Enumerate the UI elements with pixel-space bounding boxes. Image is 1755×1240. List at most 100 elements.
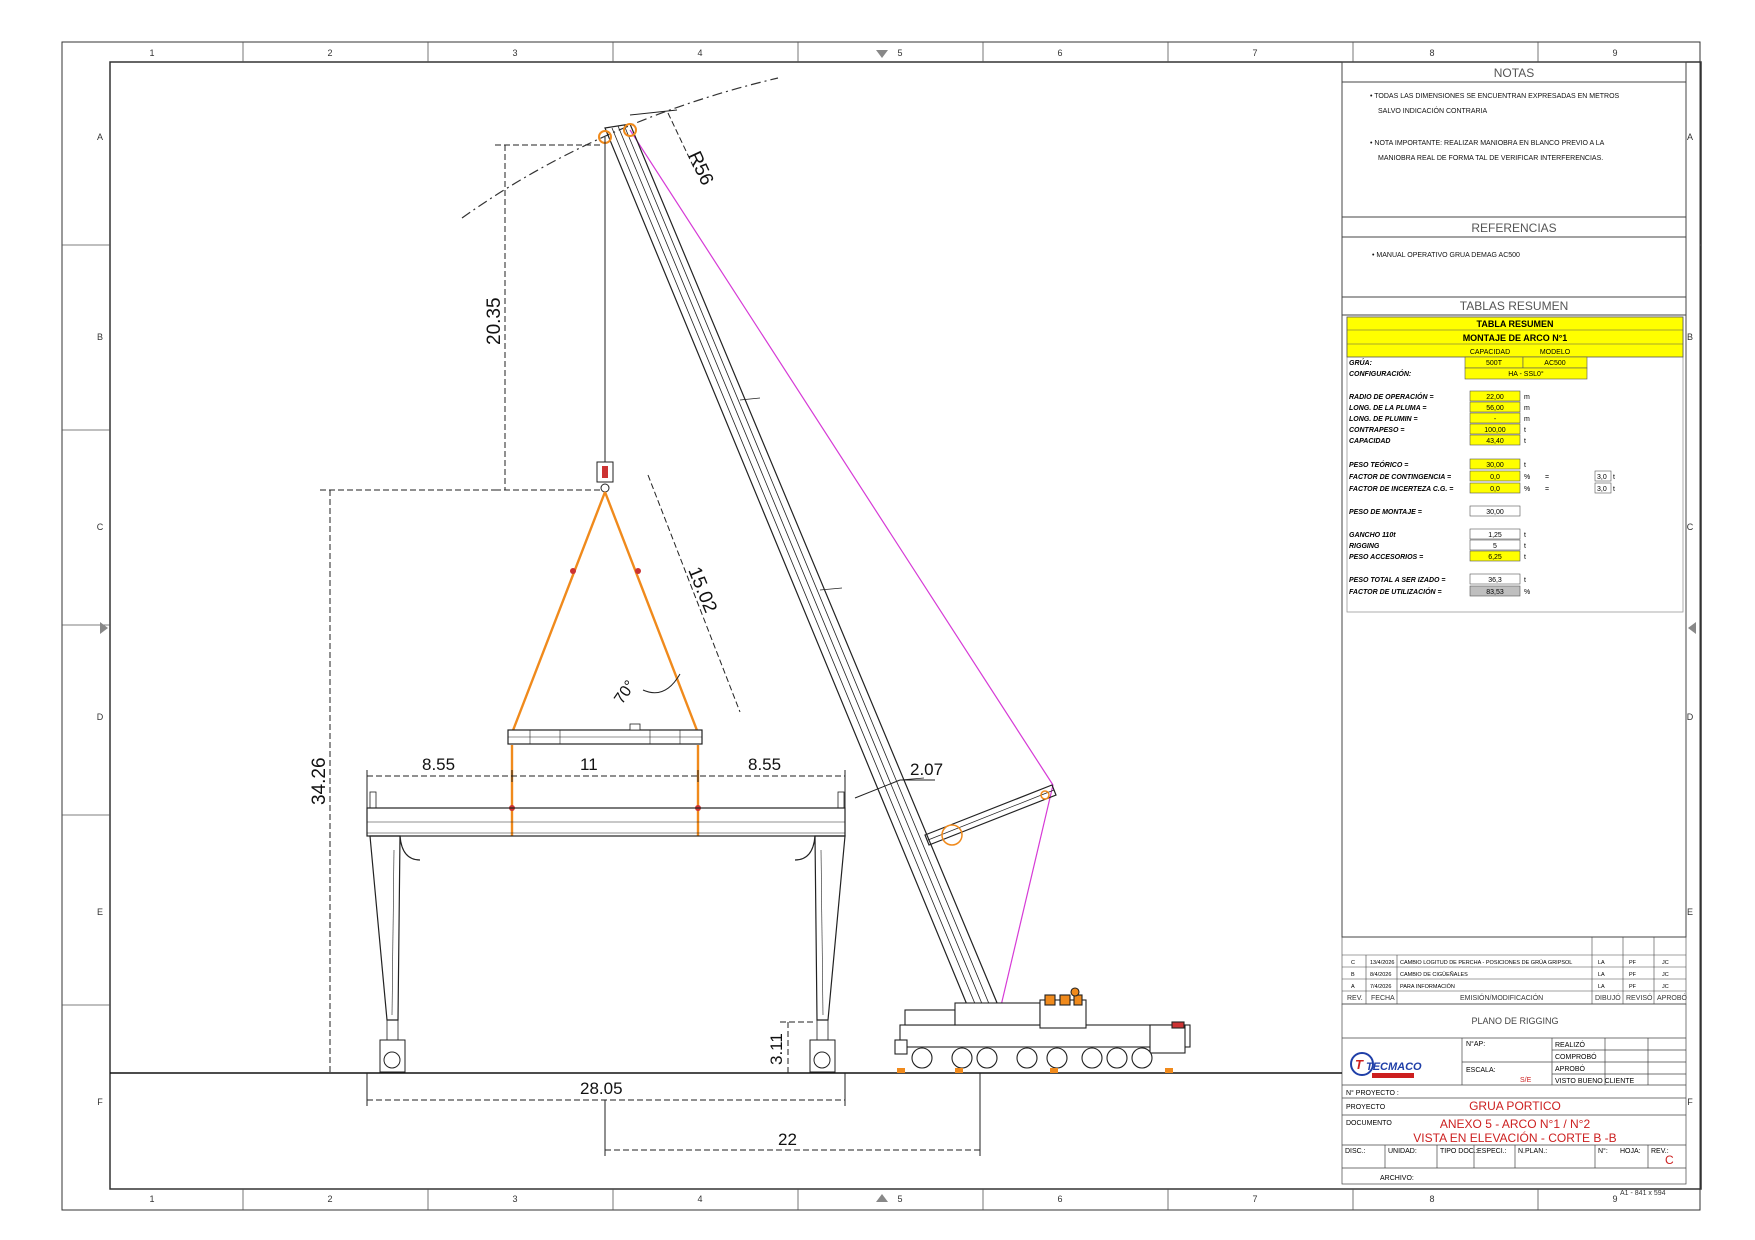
summary-row-unit: % — [1524, 474, 1530, 481]
summary-row-unit: t — [1524, 577, 1526, 584]
revision-cell: 13/4/2026 — [1370, 960, 1394, 966]
revision-cell: PARA INFORMACIÓN — [1400, 983, 1455, 990]
row-label: F — [1687, 1097, 1693, 1107]
summary-row-unit: % — [1524, 486, 1530, 493]
summary-row-value: 43,40 — [1486, 438, 1504, 445]
spreader-beam — [507, 723, 703, 745]
dim-radius: R56 — [683, 148, 717, 188]
summary-row-value: 6,25 — [1488, 554, 1502, 561]
revision-cell: A — [1351, 984, 1355, 990]
config-label: CONFIGURACIÓN: — [1349, 369, 1411, 378]
summary-row-label: LONG. DE PLUMIN = — [1349, 416, 1418, 423]
proyecto-label: N° PROYECTO : — [1346, 1089, 1399, 1097]
field-hoja: HOJA: — [1620, 1148, 1641, 1155]
side-value: 3,0 — [1597, 474, 1607, 481]
summary-row-box — [1469, 528, 1521, 540]
aprobo-label: APROBÓ — [1555, 1064, 1586, 1073]
summary-row-unit: t — [1524, 438, 1526, 445]
realizo-label: REALIZÓ — [1555, 1040, 1586, 1049]
summary-row-label: CAPACIDAD — [1349, 438, 1390, 445]
notes-panel: NOTAS • TODAS LAS DIMENSIONES SE ENCUENT… — [1341, 61, 1687, 218]
side-unit: t — [1613, 474, 1615, 481]
col-label: 9 — [1612, 48, 1617, 58]
col-label: 1 — [149, 48, 154, 58]
summary-row-box — [1469, 423, 1521, 435]
summary-row-value: - — [1494, 416, 1497, 423]
col-label: 4 — [697, 48, 702, 58]
dimension-lines — [320, 109, 981, 1156]
summary-row-label: RADIO DE OPERACIÓN = — [1349, 392, 1434, 401]
row-label: E — [1687, 907, 1693, 917]
rev-header: REV. — [1347, 995, 1363, 1002]
comprobo-label: COMPROBÓ — [1555, 1052, 1597, 1061]
summary-row-box — [1469, 401, 1521, 413]
sheet-frame — [61, 41, 1702, 1211]
side-unit: t — [1613, 486, 1615, 493]
col-label: 7 — [1252, 48, 1257, 58]
summary-title: TABLAS RESUMEN — [1460, 299, 1568, 313]
col-label: 5 — [897, 48, 902, 58]
summary-row-label: PESO TEÓRICO = — [1349, 460, 1408, 469]
dim-hook-height: 20.35 — [484, 297, 505, 345]
summary-table-subtitle: MONTAJE DE ARCO N°1 — [1463, 333, 1568, 343]
summary-row-value: 1,25 — [1488, 532, 1502, 539]
field-nplano: N.PLAN.: — [1518, 1148, 1547, 1155]
col-label: 8 — [1429, 1194, 1434, 1204]
summary-row-box — [1469, 550, 1521, 562]
row-label: C — [1687, 522, 1694, 532]
summary-row-box — [1469, 573, 1521, 585]
rev-header: EMISIÓN/MODIFICACIÓN — [1460, 993, 1543, 1002]
summary-row-box — [1469, 585, 1521, 597]
row-labels: A B C D E F A B C D E F — [97, 132, 1694, 1107]
revision-cell: 8/4/2026 — [1370, 972, 1391, 978]
project-value: GRUA PORTICO — [1469, 1099, 1561, 1113]
col-label: 8 — [1429, 48, 1434, 58]
notes-title: NOTAS — [1494, 66, 1534, 80]
col-label: 9 — [1612, 1194, 1617, 1204]
summary-row-value: 22,00 — [1486, 394, 1504, 401]
summary-row-unit: t — [1524, 554, 1526, 561]
column-labels: 1 2 3 4 5 6 7 8 9 1 2 3 4 5 6 7 8 9 — [149, 48, 1617, 1204]
row-label: F — [97, 1097, 103, 1107]
crane-capacity: 500T — [1486, 360, 1503, 367]
col-label: 2 — [327, 1194, 332, 1204]
summary-row-value: 0,0 — [1490, 474, 1500, 481]
summary-row-label: PESO TOTAL A SER IZADO = — [1349, 577, 1446, 584]
revision-cell: CAMBIO DE CIGÜEÑALES — [1400, 971, 1468, 978]
dim-right: 8.55 — [748, 755, 781, 774]
field-rev: REV.: — [1651, 1148, 1669, 1155]
rev-header: FECHA — [1371, 995, 1395, 1002]
summary-row-box — [1469, 434, 1521, 446]
side-value: 3,0 — [1597, 486, 1607, 493]
summary-row-box — [1469, 412, 1521, 424]
summary-row-box — [1469, 482, 1521, 494]
references-panel: REFERENCIAS • MANUAL OPERATIVO GRUA DEMA… — [1341, 216, 1687, 298]
crane-strut — [924, 784, 1057, 846]
revision-cell: LA — [1598, 960, 1605, 966]
field-disc: DISC.: — [1345, 1148, 1366, 1155]
revision-cell: PF — [1629, 984, 1637, 990]
doc-line-2: VISTA EN ELEVACIÓN - CORTE B -B — [1413, 1130, 1616, 1145]
rev-header: REVISÓ — [1626, 993, 1653, 1002]
col-label: 3 — [512, 48, 517, 58]
summary-row-label: PESO ACCESORIOS = — [1349, 554, 1423, 561]
archivo-label: ARCHIVO: — [1380, 1175, 1414, 1182]
sheet-format: A1 - 841 x 594 — [1620, 1190, 1666, 1197]
revision-headers: REV. FECHA EMISIÓN/MODIFICACIÓN DIBUJÓ R… — [1347, 993, 1688, 1002]
summary-row-value: 83,53 — [1486, 589, 1504, 596]
summary-row-value: 36,3 — [1488, 577, 1502, 584]
rigging-drawing: R56 20.35 34.26 15.02 70° 8.55 11 8.55 2… — [110, 77, 1342, 1156]
col-label: 1 — [149, 1194, 154, 1204]
gantry-structure — [366, 791, 846, 1073]
np-label: N°AP: — [1466, 1040, 1485, 1048]
side-eq: = — [1545, 474, 1549, 481]
dim-center: 11 — [580, 755, 598, 774]
visto-label: VISTO BUENO CLIENTE — [1555, 1078, 1635, 1085]
summary-row-unit: t — [1524, 462, 1526, 469]
summary-row-value: 0,0 — [1490, 486, 1500, 493]
col-label: 4 — [697, 1194, 702, 1204]
summary-row-label: CONTRAPESO = — [1349, 427, 1404, 434]
revision-cell: B — [1351, 972, 1355, 978]
revision-cell: JC — [1662, 972, 1669, 978]
